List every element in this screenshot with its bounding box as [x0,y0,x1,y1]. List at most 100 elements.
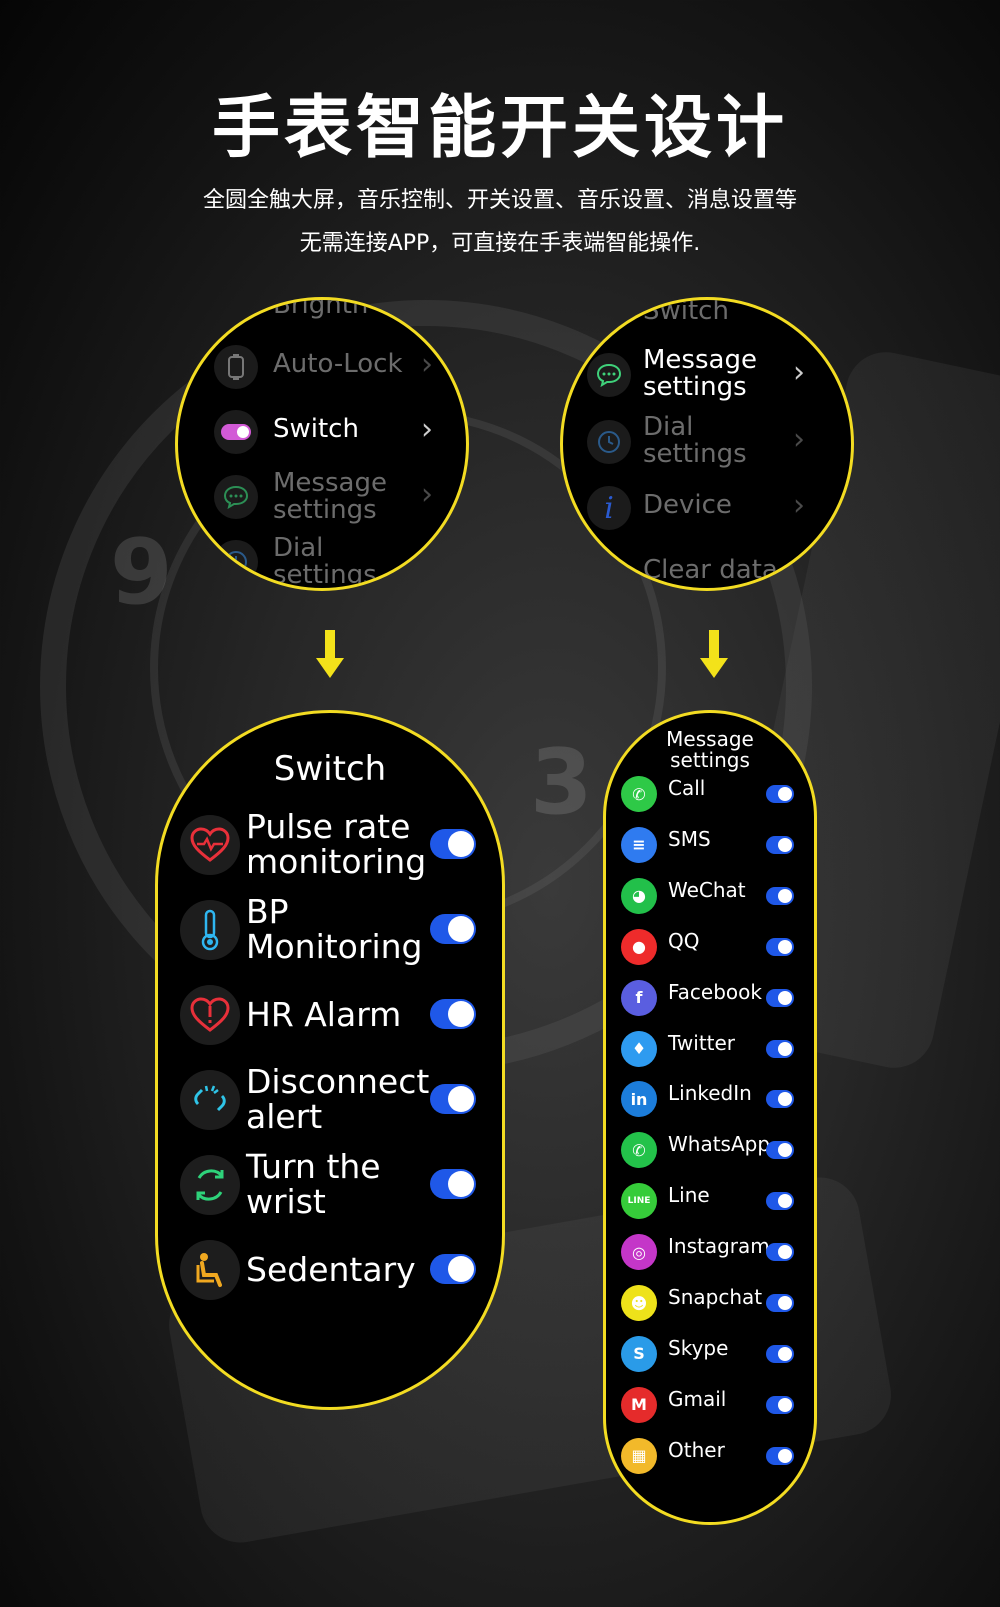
icon-glyph: ♦ [631,1039,647,1058]
facebook-icon: f [621,979,657,1016]
message-app-toggle[interactable] [766,1141,794,1160]
message-app-label: Facebook [668,979,762,1004]
message-app-row: ✆WhatsApp [606,1125,814,1175]
panel-title: Switch [273,749,387,789]
menu-item-switch[interactable]: Switch › [178,402,466,462]
toggle-knob [778,1448,792,1463]
message-app-toggle[interactable] [766,886,794,905]
switch-label: Turn the wrist [246,1147,381,1221]
message-app-row: ♦ Twitter [606,1024,814,1074]
icon-glyph: ✆ [632,784,646,804]
switch-settings-panel: Switch Pulse rate monitoring BP Monitori… [155,710,505,1410]
icon-glyph: in [630,1089,648,1109]
menu-item-dial-settings[interactable]: Dial settings [178,532,466,590]
toggle-knob [778,787,792,801]
chevron-right-icon: › [793,422,805,457]
partial-menu-item: Clear data [643,555,778,585]
menu-item-message-settings[interactable]: Message settings › [563,345,851,405]
toggle-knob [778,1092,792,1107]
partial-menu-item: Brightn [273,297,369,320]
message-app-row: ▦Other [606,1431,814,1481]
message-app-row: ≡SMS [606,820,814,870]
message-app-toggle[interactable] [766,1446,794,1465]
sedentary-toggle[interactable] [430,1254,476,1284]
snapchat-icon: ☻ [621,1285,657,1321]
menu-item-message-settings[interactable]: Message settings › [178,467,466,527]
message-app-label: Snapchat [668,1285,763,1309]
message-app-row: ● QQ [606,922,814,972]
message-app-label: WeChat [668,877,746,902]
toggle-knob [778,1194,792,1209]
menu-item-label: Message settings [643,345,757,402]
message-app-label: Call [668,776,706,800]
pulse-rate-toggle[interactable] [430,829,476,859]
chevron-right-icon: › [793,355,805,390]
message-app-row: f Facebook [606,973,814,1023]
menu-item-label: Dial settings [273,533,377,590]
partial-menu-item: Switch [643,297,729,326]
thermometer-icon [180,900,240,960]
background-dial-number: 9 [110,520,173,625]
message-app-toggle[interactable] [766,1090,794,1109]
toggle-knob [778,1296,792,1310]
menu-item-dial-settings[interactable]: Dial settings › [563,412,851,472]
message-app-toggle[interactable] [766,1294,794,1312]
message-app-label: Twitter [668,1030,736,1055]
hr-alarm-toggle[interactable] [430,999,476,1029]
message-app-toggle[interactable] [766,1344,794,1363]
switch-row-turn-the-wrist: Turn the wrist [158,1143,502,1227]
message-app-row: in LinkedIn [606,1074,814,1124]
switch-label: HR Alarm [246,995,402,1034]
message-app-row: M Gmail [606,1380,814,1430]
message-app-toggle[interactable] [766,1039,794,1058]
message-app-label: QQ [668,928,700,953]
disconnect-icon [180,1070,240,1130]
message-app-label: Gmail [668,1386,727,1411]
message-app-row: ◕ WeChat [606,871,814,921]
gmail-icon: M [621,1386,657,1423]
message-app-toggle[interactable] [766,1395,794,1414]
message-app-toggle[interactable] [766,1243,794,1262]
icon-glyph: M [631,1395,647,1415]
page-title: 手表智能开关设计 [211,89,788,168]
toggle-knob [778,939,792,954]
switch-row-sedentary: Sedentary [158,1228,502,1312]
switch-row-bp-monitoring: BP Monitoring [158,888,502,972]
other-apps-icon: ▦ [621,1437,657,1474]
message-app-toggle[interactable] [766,937,794,956]
clock-icon [587,420,631,464]
message-app-toggle[interactable] [766,835,794,854]
message-app-label: Instagram [668,1234,770,1259]
wechat-icon: ◕ [621,877,657,914]
message-app-toggle[interactable] [766,1192,794,1211]
whatsapp-icon: ✆ [621,1132,657,1169]
icon-glyph: ● [632,937,646,957]
message-app-toggle[interactable] [766,785,794,803]
menu-item-device[interactable]: i Device › [563,478,851,538]
chevron-right-icon: › [421,347,433,382]
heart-pulse-icon [180,815,240,875]
bp-monitoring-toggle[interactable] [430,914,476,944]
turn-the-wrist-toggle[interactable] [430,1169,476,1199]
message-app-toggle[interactable] [766,988,794,1007]
icon-glyph: S [633,1344,645,1364]
icon-glyph: f [635,988,643,1008]
sms-icon: ≡ [621,826,657,863]
sedentary-icon [180,1240,240,1300]
rotate-icon [180,1155,240,1215]
toggle-knob [778,888,792,903]
message-icon [214,475,258,519]
toggle-knob [778,1397,792,1412]
toggle-knob [778,1143,792,1158]
icon-glyph: LINE [627,1196,651,1207]
message-app-label: LinkedIn [668,1081,752,1106]
menu-item-auto-lock[interactable]: Auto-Lock › [178,337,466,397]
message-app-row: ◎ Instagram [606,1227,814,1277]
chevron-right-icon: › [421,477,433,512]
switch-row-pulse-rate: Pulse rate monitoring [158,803,502,887]
disconnect-alert-toggle[interactable] [430,1084,476,1114]
icon-glyph: ◎ [632,1242,646,1262]
